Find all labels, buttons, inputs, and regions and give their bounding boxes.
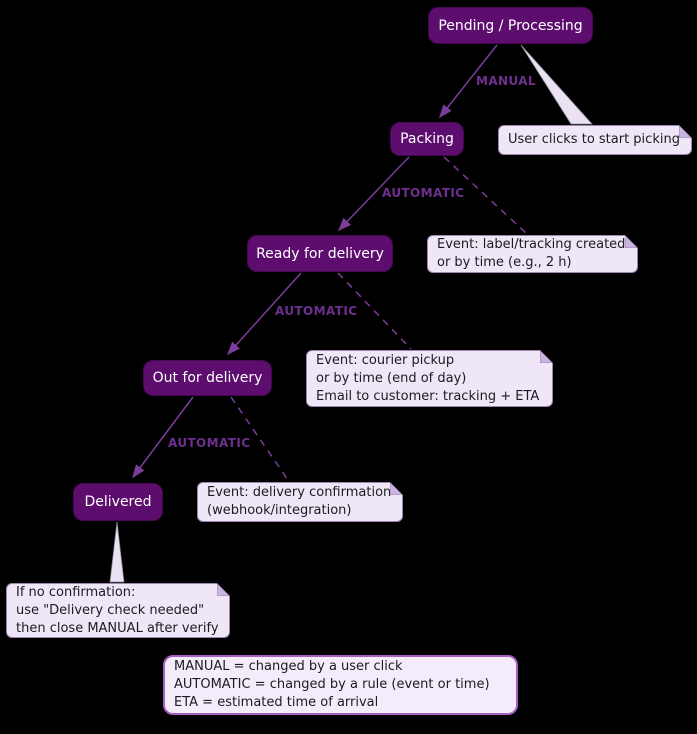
state-label: Pending / Processing [438, 17, 583, 34]
note-fold-corner-icon [540, 350, 553, 363]
note-line: Event: delivery confirmation [207, 485, 392, 500]
state-label: Packing [400, 131, 454, 147]
note-line: User clicks to start picking [508, 132, 680, 147]
note-line: then close MANUAL after verify [16, 620, 219, 636]
note-fold-corner-icon [217, 583, 230, 596]
note-fold-corner-icon [390, 482, 403, 495]
note-line: or by time (e.g., 2 h) [437, 255, 572, 270]
transition-label-automatic-1: AUTOMATIC [382, 186, 465, 200]
note-fold-corner-icon [625, 235, 638, 248]
state-ready-for-delivery: Ready for delivery [247, 235, 393, 272]
note-delivery-confirmation: Event: delivery confirmation (webhook/in… [197, 482, 403, 522]
note-line: Event: label/tracking created [437, 237, 626, 252]
state-out-for-delivery: Out for delivery [143, 360, 272, 396]
note-line: If no confirmation: [16, 584, 136, 600]
legend-line-automatic: AUTOMATIC = changed by a rule (event or … [174, 677, 490, 692]
note-courier-pickup: Event: courier pickup or by time (end of… [306, 350, 553, 407]
note-no-confirmation: If no confirmation: use "Delivery check … [6, 583, 230, 638]
note-line: or by time (end of day) [316, 370, 467, 386]
transition-label-automatic-3: AUTOMATIC [168, 436, 251, 450]
note-fold-corner-icon [679, 125, 692, 138]
note-line: use "Delivery check needed" [16, 602, 205, 618]
note-line: Event: courier pickup [316, 352, 455, 368]
note-user-clicks: User clicks to start picking [498, 125, 692, 155]
state-delivered: Delivered [73, 483, 163, 521]
note-line: (webhook/integration) [207, 503, 352, 518]
state-pending-processing: Pending / Processing [428, 7, 593, 44]
state-packing: Packing [390, 122, 464, 156]
legend-line-eta: ETA = estimated time of arrival [174, 695, 379, 710]
legend-line-manual: MANUAL = changed by a user click [174, 659, 403, 674]
state-label: Ready for delivery [256, 245, 384, 262]
transition-label-automatic-2: AUTOMATIC [275, 304, 358, 318]
state-label: Delivered [84, 494, 152, 510]
note-line: Email to customer: tracking + ETA [316, 388, 540, 404]
note-label-tracking: Event: label/tracking created or by time… [427, 235, 638, 273]
transition-label-manual: MANUAL [476, 74, 536, 88]
note-anchor-delivered-note [109, 521, 125, 583]
state-label: Out for delivery [152, 370, 263, 386]
legend-box: MANUAL = changed by a user click AUTOMAT… [163, 655, 518, 715]
